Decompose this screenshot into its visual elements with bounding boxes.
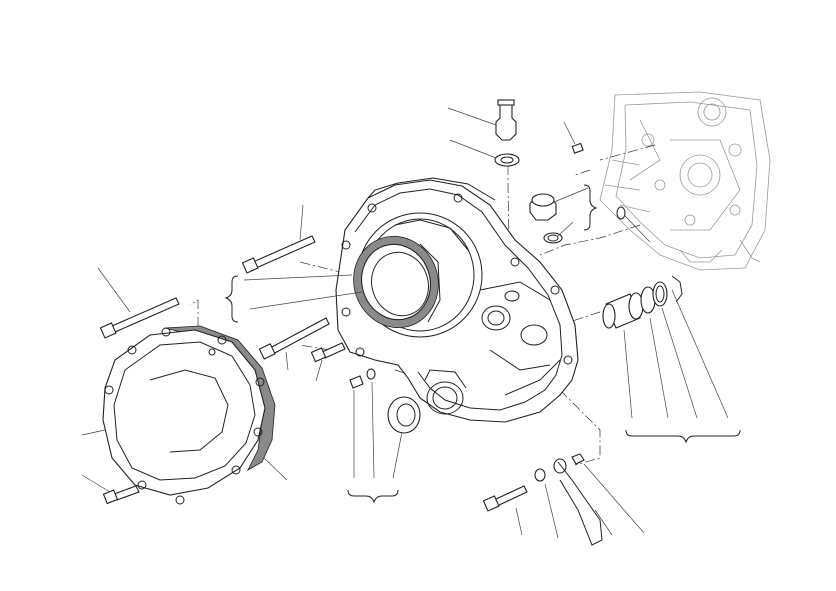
- outer-clutch-cover: [102, 325, 276, 505]
- leader-lines: [81, 107, 729, 539]
- braces: [224, 184, 741, 504]
- long-bolts: [99, 235, 528, 512]
- sleeve-and-rings: [602, 275, 683, 329]
- small-fittings: [349, 99, 626, 546]
- engine-casing-ghost: [599, 91, 771, 271]
- large-seal-ring: [353, 235, 441, 329]
